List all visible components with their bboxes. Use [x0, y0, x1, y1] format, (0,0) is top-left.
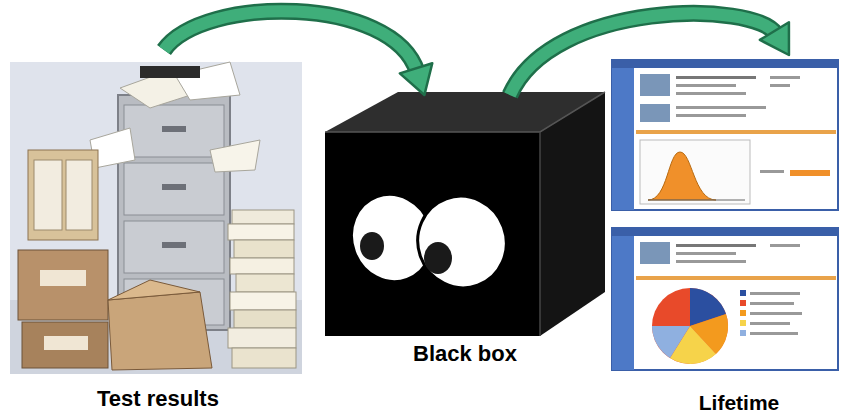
black-box-cube — [325, 92, 605, 336]
source-picture: Test results — [8, 50, 308, 412]
curved-arrow — [510, 13, 789, 95]
result-picture: Lifetime — [608, 55, 840, 415]
report-screenshots — [612, 60, 838, 370]
arrow-body — [510, 13, 777, 95]
curved-arrow — [164, 11, 432, 95]
arrow-head — [400, 63, 432, 95]
paper-pile-picture — [10, 62, 302, 374]
black-box: Black box — [320, 95, 610, 367]
arrow-outline — [164, 11, 417, 72]
picture-label: Lifetime — [695, 391, 784, 415]
arrow-outline — [510, 13, 777, 95]
picture-label: Black box — [409, 341, 521, 367]
arrow-body — [164, 11, 417, 72]
arrow-head — [760, 22, 789, 55]
picture-label: Test results — [93, 386, 223, 412]
